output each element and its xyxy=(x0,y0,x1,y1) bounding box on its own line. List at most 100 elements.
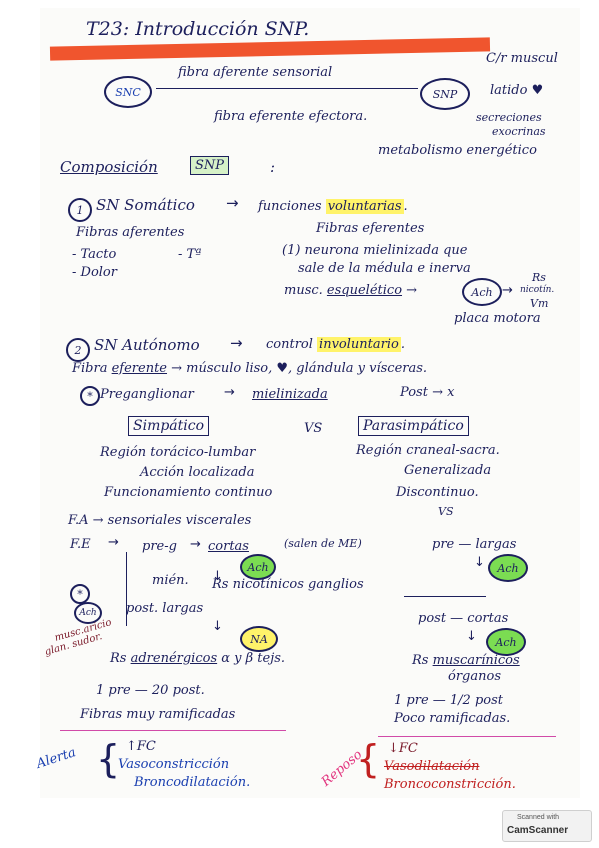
fibra-prefix: Fibra xyxy=(72,361,112,376)
neurona-text: (1) neurona mielinizada que xyxy=(282,243,468,258)
autonomic-result-text: control xyxy=(266,337,318,352)
autonomic-title: SN Autónomo xyxy=(94,336,200,354)
somatic-ach-label: Ach xyxy=(471,285,493,299)
somatic-ach-arrow-icon: → xyxy=(502,283,513,298)
placa-motora-label: placa motora xyxy=(454,311,541,326)
musc-underlined: esquelético xyxy=(326,283,403,298)
simpatico-box: Simpático xyxy=(128,416,210,436)
para-ach-circle: Ach xyxy=(488,554,528,582)
somatic-result: funciones voluntarias. xyxy=(258,199,408,214)
exocrinas-label: exocrinas xyxy=(492,125,546,138)
autonomic-arrow-icon: → xyxy=(230,334,243,352)
somatic-arrow-icon: → xyxy=(226,194,239,212)
watermark-scanned-text: Scanned with xyxy=(517,814,560,821)
snc-label: SNC xyxy=(115,85,141,99)
mien-label: mién. xyxy=(152,573,189,588)
sympathetic-pre: pre-g xyxy=(142,539,177,554)
star-circle: * xyxy=(80,386,100,406)
fibra-suffix: → músculo liso, ♥, glándula y vísceras. xyxy=(167,361,428,376)
somatic-number: 1 xyxy=(68,198,92,222)
somatic-title: SN Somático xyxy=(96,196,195,214)
snp-circle-label: SNP xyxy=(432,87,458,101)
sympathetic-divider xyxy=(60,730,286,731)
musc-prefix: musc. xyxy=(284,283,327,298)
fibra-underlined: eferente xyxy=(111,361,168,376)
alerta-bronco: Broncodilatación. xyxy=(134,775,251,790)
alerta-fc: ↑FC xyxy=(126,739,156,754)
afferent-label: fibra aferente sensorial xyxy=(178,65,333,80)
temperature-item: - Tª xyxy=(178,247,202,262)
para-organos: órganos xyxy=(448,669,501,684)
simpatico-title: Simpático xyxy=(133,418,205,434)
sympathetic-fibras: Fibras muy ramificadas xyxy=(80,707,236,722)
sympathetic-ach2-circle: Ach xyxy=(74,602,102,624)
somatic-result-text: funciones xyxy=(258,199,326,214)
sale-text: sale de la médula e inerva xyxy=(298,261,471,276)
camscanner-watermark: Scanned with CamScanner xyxy=(502,810,592,842)
fe-vertical-line xyxy=(126,552,127,626)
pre-arrow-icon: → xyxy=(190,537,201,552)
rs-nicotinicos: Rs nicotínicos ganglios xyxy=(212,577,364,592)
metabolismo-label: metabolismo energético xyxy=(378,143,537,158)
sympathetic-ratio: 1 pre — 20 post. xyxy=(96,683,205,698)
sympathetic-ach2-label: Ach xyxy=(79,608,97,618)
rs-adrenergicos: Rs adrenérgicos α y β tejs. xyxy=(110,652,285,665)
efferent-label: fibra eferente efectora. xyxy=(214,109,368,124)
mielinizada-text: mielinizada xyxy=(252,387,328,402)
fe-arrow-icon: → xyxy=(108,535,119,550)
salen-label: (salen de ME) xyxy=(284,537,362,550)
somatic-eferentes-title: Fibras eferentes xyxy=(316,221,425,236)
composition-snp-label: SNP xyxy=(195,158,225,173)
para-down-arrow-icon: ↓ xyxy=(474,555,485,570)
sympathetic-asterisk: * xyxy=(70,584,90,604)
post-x-text: Post → x xyxy=(400,385,455,400)
ach-down-arrow-icon: ↓ xyxy=(212,569,223,584)
fibra-eferente-text: Fibra eferente → músculo liso, ♥, glándu… xyxy=(72,362,427,375)
para-divider xyxy=(404,596,486,597)
watermark-app-name: CamScanner xyxy=(507,825,569,836)
dolor-item: - Dolor xyxy=(72,265,117,280)
para-rs-prefix: Rs xyxy=(412,653,433,668)
composition-colon: : xyxy=(270,158,276,176)
para-rs-underlined: muscarínicos xyxy=(432,653,520,668)
sympathetic-cortas: cortas xyxy=(208,539,249,554)
somatic-number-label: 1 xyxy=(76,203,84,217)
composition-heading: Composición xyxy=(60,158,158,176)
somatic-result-highlight: voluntarias xyxy=(325,199,404,214)
alerta-brace: { xyxy=(96,737,121,781)
somatic-rs-label: Rs xyxy=(532,271,546,284)
page-title: T23: Introducción SNP. xyxy=(86,18,310,40)
rs-adren-prefix: Rs xyxy=(110,651,131,666)
simpatico-region: Región torácico-lumbar xyxy=(100,445,256,460)
parasimpatico-region: Región craneal-sacra. xyxy=(356,443,500,458)
vs-label: VS xyxy=(304,421,323,436)
somatic-result-end: . xyxy=(403,199,408,214)
somatic-ach-circle: Ach xyxy=(462,278,502,306)
snp-circle: SNP xyxy=(420,78,470,110)
parasimpatico-vs: VS xyxy=(438,505,454,518)
composition-snp-box: SNP xyxy=(190,156,230,175)
preganglionar-text: Preganglionar xyxy=(100,387,194,402)
na-label: NA xyxy=(250,632,268,646)
reposo-brace: { xyxy=(356,737,381,781)
musculo-label: C/r muscul xyxy=(486,51,558,66)
sympathetic-ach-circle: Ach xyxy=(240,554,276,580)
simpatico-funcionamiento: Funcionamiento continuo xyxy=(104,485,273,500)
reposo-fc: ↓FC xyxy=(388,741,418,756)
connection-line xyxy=(156,88,418,89)
para-poco: Poco ramificadas. xyxy=(394,711,511,726)
parasimpatico-generalizada: Generalizada xyxy=(404,463,492,478)
secreciones-label: secreciones xyxy=(476,111,542,124)
simpatico-accion: Acción localizada xyxy=(140,465,255,480)
reposo-vaso: Vasodilatación xyxy=(384,759,480,774)
para-rs: Rs muscarínicos xyxy=(412,654,520,667)
autonomic-result-highlight: involuntario xyxy=(317,337,401,352)
autonomic-number: 2 xyxy=(66,338,90,362)
autonomic-result: control involuntario. xyxy=(266,337,405,352)
para-down-arrow2-icon: ↓ xyxy=(466,629,477,644)
na-down-arrow-icon: ↓ xyxy=(212,619,223,634)
para-post: post — cortas xyxy=(418,611,509,626)
sympathetic-post: post. largas xyxy=(126,601,204,616)
pregang-arrow-icon: → xyxy=(224,385,235,400)
